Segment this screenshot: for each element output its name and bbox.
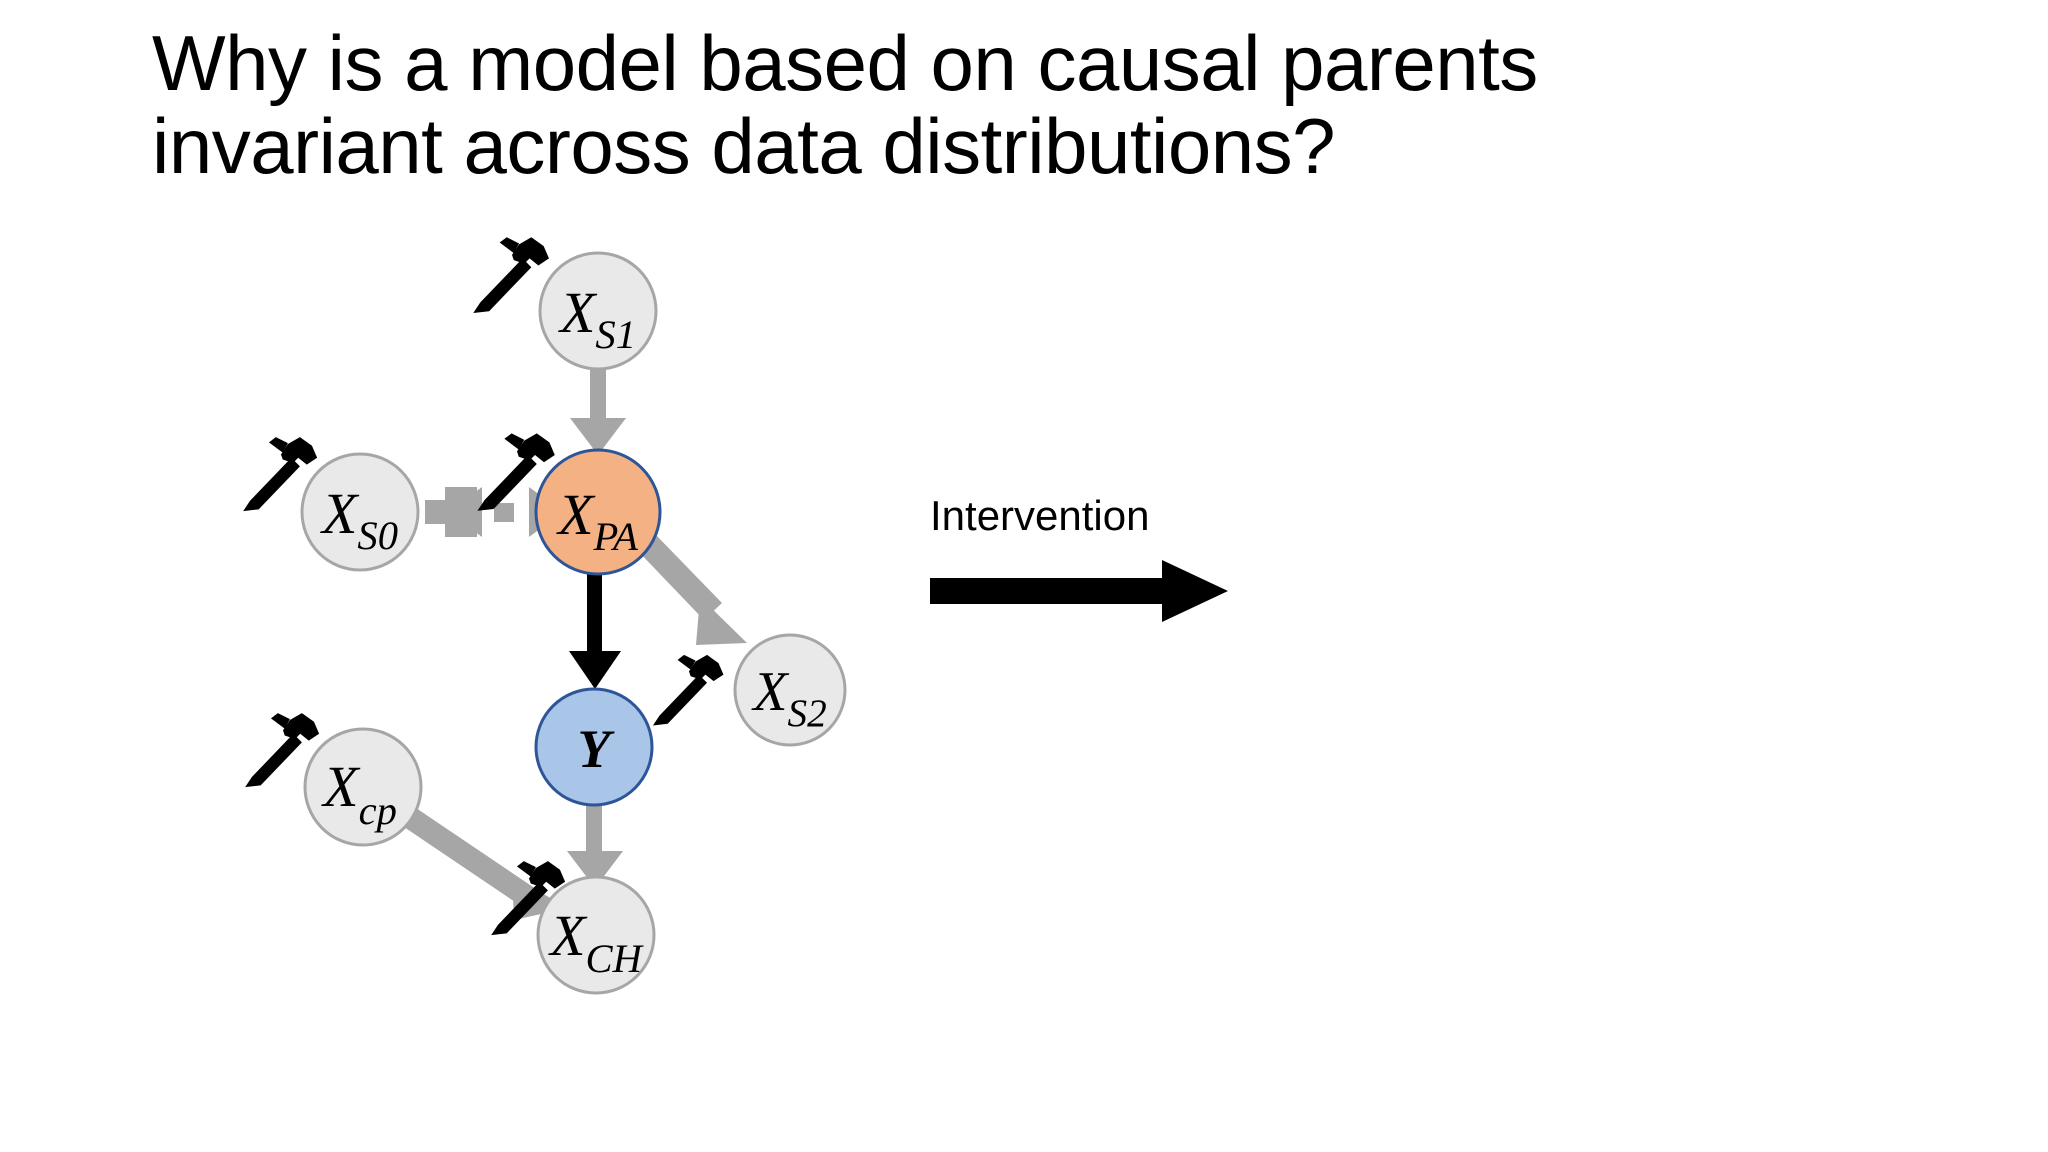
graph-node-xs1[interactable]: XS1 [473,237,658,371]
graph-node-xs2[interactable]: XS2 [652,633,847,747]
node-label-xs2: XS2 [751,661,826,735]
intervention-block: Intervention [930,492,1260,622]
hammer-icon-xs1 [473,237,549,313]
intervention-label: Intervention [930,492,1150,539]
edge-xpa-xs2 [636,533,747,645]
graph-node-y[interactable]: Y [534,687,654,807]
edge-xs1-xpa [570,369,626,455]
edge-xpa-y [569,572,621,689]
arrow-right-icon [930,560,1228,622]
graph-edges [404,369,747,920]
hammer-icon-xs2 [652,654,724,726]
edge-y-xch [567,805,623,888]
graph-node-xcp[interactable]: Xcp [245,713,423,847]
graph-node-xs0[interactable]: XS0 [243,437,420,572]
graph-node-xch[interactable]: XCH [491,861,656,995]
graph-node-xpa[interactable]: XPA [477,433,662,576]
node-label-y: Y [578,719,616,779]
slide-title: Why is a model based on causal parents i… [152,19,1538,190]
